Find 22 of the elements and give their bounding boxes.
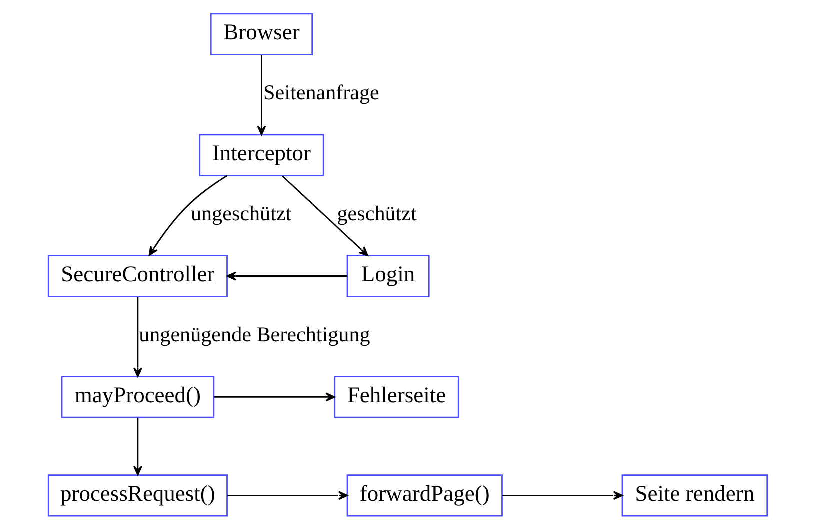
edge-label: ungeschützt (190, 202, 292, 226)
arrow (228, 491, 348, 500)
edge-label: Seitenanfrage (264, 80, 380, 105)
node-box: Interceptor (199, 134, 324, 176)
arrow (502, 491, 624, 500)
node-box: processRequest() (48, 474, 228, 517)
node-box: Seite rendern (622, 474, 768, 517)
arrow (257, 55, 266, 136)
node-box: SecureController (48, 255, 228, 298)
edge-label: ungenügende Berechtigung (139, 322, 370, 347)
arrow (133, 297, 142, 378)
node-box: mayProceed() (61, 376, 215, 418)
node-box: Login (346, 255, 430, 298)
node-box: Fehlerseite (334, 376, 460, 418)
arrow (133, 418, 142, 476)
node-box: Browser (210, 13, 314, 56)
node-box: forwardPage() (346, 474, 503, 517)
arrow (282, 176, 368, 256)
arrow (148, 175, 228, 256)
arrow (214, 392, 336, 402)
edge-label: geschützt (337, 202, 417, 226)
arrow (226, 272, 348, 281)
